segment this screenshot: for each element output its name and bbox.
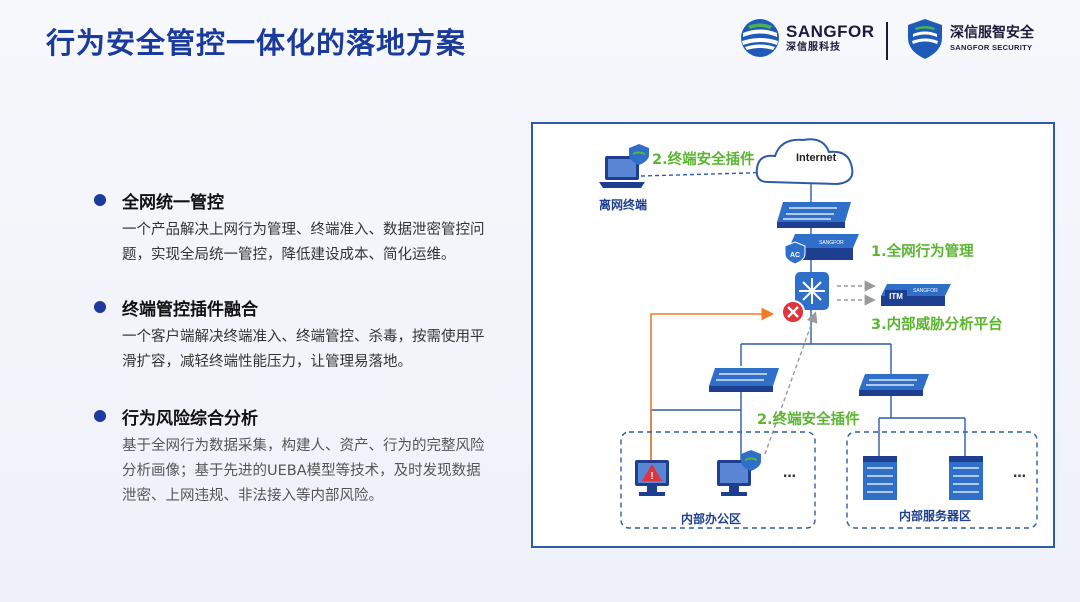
security-logo-sub: SANGFOR SECURITY: [950, 43, 1033, 52]
bullet-body: 一个客户端解决终端准入、终端管控、杀毒，按需使用平滑扩容，减轻终端性能压力，让管…: [122, 329, 485, 370]
firewall-device: [777, 202, 851, 228]
server-zone-box: [846, 431, 1038, 529]
report-arrow-plugin: [764, 311, 818, 455]
access-switch-right: [859, 374, 929, 396]
laptop-icon: [599, 156, 645, 188]
sangfor-logo-sub: 深信服科技: [786, 41, 841, 53]
network-diagram: SANGFOR AC SANGFOR ITM: [531, 122, 1055, 548]
ac-badge-text: AC: [790, 252, 800, 259]
threat-platform-label: 3.内部威胁分析平台: [871, 317, 1003, 333]
block-icon: [781, 300, 805, 324]
sangfor-logo: SANGFOR 深信服科技: [740, 18, 875, 58]
behavior-management-label: 1.全网行为管理: [871, 244, 974, 260]
server-zone-label: 内部服务器区: [899, 509, 972, 523]
blocked-access-path: [650, 307, 775, 462]
alert-mark: !: [650, 471, 653, 482]
plugin-label-top: 2.终端安全插件: [652, 152, 755, 168]
sangfor-logo-name: SANGFOR: [786, 21, 875, 41]
office-zone-label: 内部办公区: [681, 512, 742, 526]
bullet-body: 一个产品解决上网行为管理、终端准入、数据泄密管控问题，实现全局统一管控，降低建设…: [122, 222, 485, 263]
pc-alert-icon: [635, 460, 669, 496]
server-rack-icon-2: [949, 456, 983, 500]
office-zone-box: [620, 431, 816, 529]
server-rack-icon-1: [863, 456, 897, 500]
pc-plugin-icon: [717, 450, 761, 496]
access-switch-left: [709, 368, 779, 392]
bullet-heading: 全网统一管控: [122, 193, 224, 213]
itm-badge-text: ITM: [889, 292, 903, 301]
logo-divider: [886, 22, 888, 60]
office-ellipsis: …: [783, 466, 796, 481]
plugin-label-mid: 2.终端安全插件: [757, 412, 860, 428]
bullet-heading: 终端管控插件融合: [122, 300, 258, 320]
itm-appliance: [881, 284, 951, 306]
sangfor-security-logo: 深信服智安全 SANGFOR SECURITY: [906, 18, 1034, 60]
offline-terminal-label: 离网终端: [599, 198, 648, 212]
bullet-heading: 行为风险综合分析: [122, 409, 258, 429]
shield-logo-icon: [908, 19, 942, 59]
laptop-shield-icon: [629, 144, 649, 165]
itm-brand-text: SANGFOR: [913, 288, 938, 294]
security-logo-name: 深信服智安全: [950, 25, 1034, 41]
bullet-body: 基于全网行为数据采集，构建人、资产、行为的完整风险分析画像；基于先进的UEBA模…: [122, 438, 485, 504]
core-switch-icon: [795, 272, 829, 310]
bullet-dot: [94, 410, 106, 422]
sangfor-globe-icon: [741, 19, 779, 57]
server-ellipsis: …: [1013, 466, 1026, 481]
page-title: 行为安全管控一体化的落地方案: [46, 26, 467, 60]
internet-cloud-icon: [755, 138, 854, 186]
internet-label: Internet: [796, 152, 837, 164]
link-laptop-internet: [640, 171, 784, 177]
bullet-dot: [94, 301, 106, 313]
bullet-dot: [94, 194, 106, 206]
ac-brand-text: SANGFOR: [819, 240, 844, 246]
ac-shield-badge: [784, 241, 806, 265]
